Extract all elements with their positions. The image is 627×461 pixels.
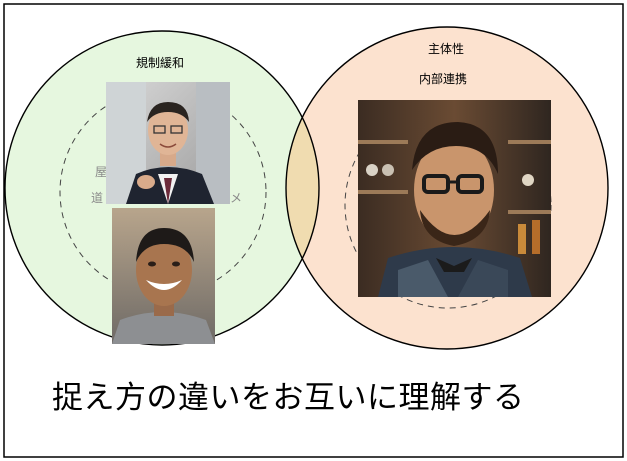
man-in-suit-photo [106,82,230,204]
faint-text-trail: メ [230,191,243,205]
faint-text-line1: 屋 [95,165,108,179]
bearded-man-with-glasses-photo [358,100,551,297]
caption-text: 捉え方の違いをお互いに理解する [52,380,525,416]
right-circle-title-line1: 主体性 [428,42,465,56]
slide-frame [3,3,624,458]
faint-text-line2: 道 [91,191,104,205]
smiling-man-photo [112,208,215,344]
right-circle-title-line2: 内部連携 [419,72,468,86]
left-circle-title: 規制緩和 [136,56,185,70]
